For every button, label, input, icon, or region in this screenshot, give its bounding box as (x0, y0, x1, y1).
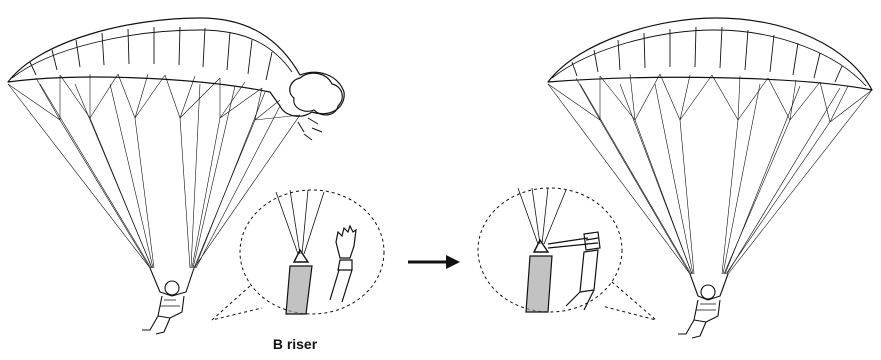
b-riser-label: B riser (240, 336, 350, 352)
left-bubble-pointer (212, 286, 262, 320)
right-canopy (548, 18, 872, 90)
right-suspension-lines (548, 74, 872, 274)
left-hand (336, 226, 356, 258)
right-bubble-pointer (602, 282, 656, 320)
right-b-riser-pull (548, 238, 588, 248)
right-hand (584, 232, 600, 250)
left-canopy-cells (12, 27, 292, 80)
right-b-riser (526, 256, 552, 312)
right-riser-lines (518, 188, 566, 244)
right-pilot (678, 274, 728, 338)
left-suspension-lines (8, 74, 300, 268)
left-pilot (142, 268, 194, 334)
left-riser-maillon (294, 250, 308, 262)
left-b-riser (286, 266, 312, 314)
left-detail-bubble (212, 190, 384, 320)
right-riser-maillon (534, 240, 548, 252)
right-paraglider (548, 18, 872, 338)
right-arm (566, 250, 598, 310)
right-bubble-outline (478, 188, 622, 312)
left-arm (330, 260, 352, 302)
left-collapse-marks (298, 118, 322, 140)
left-bubble-outline (240, 190, 384, 314)
right-detail-bubble (478, 188, 656, 320)
left-riser-lines (276, 190, 324, 254)
right-arrow-icon (408, 255, 460, 269)
